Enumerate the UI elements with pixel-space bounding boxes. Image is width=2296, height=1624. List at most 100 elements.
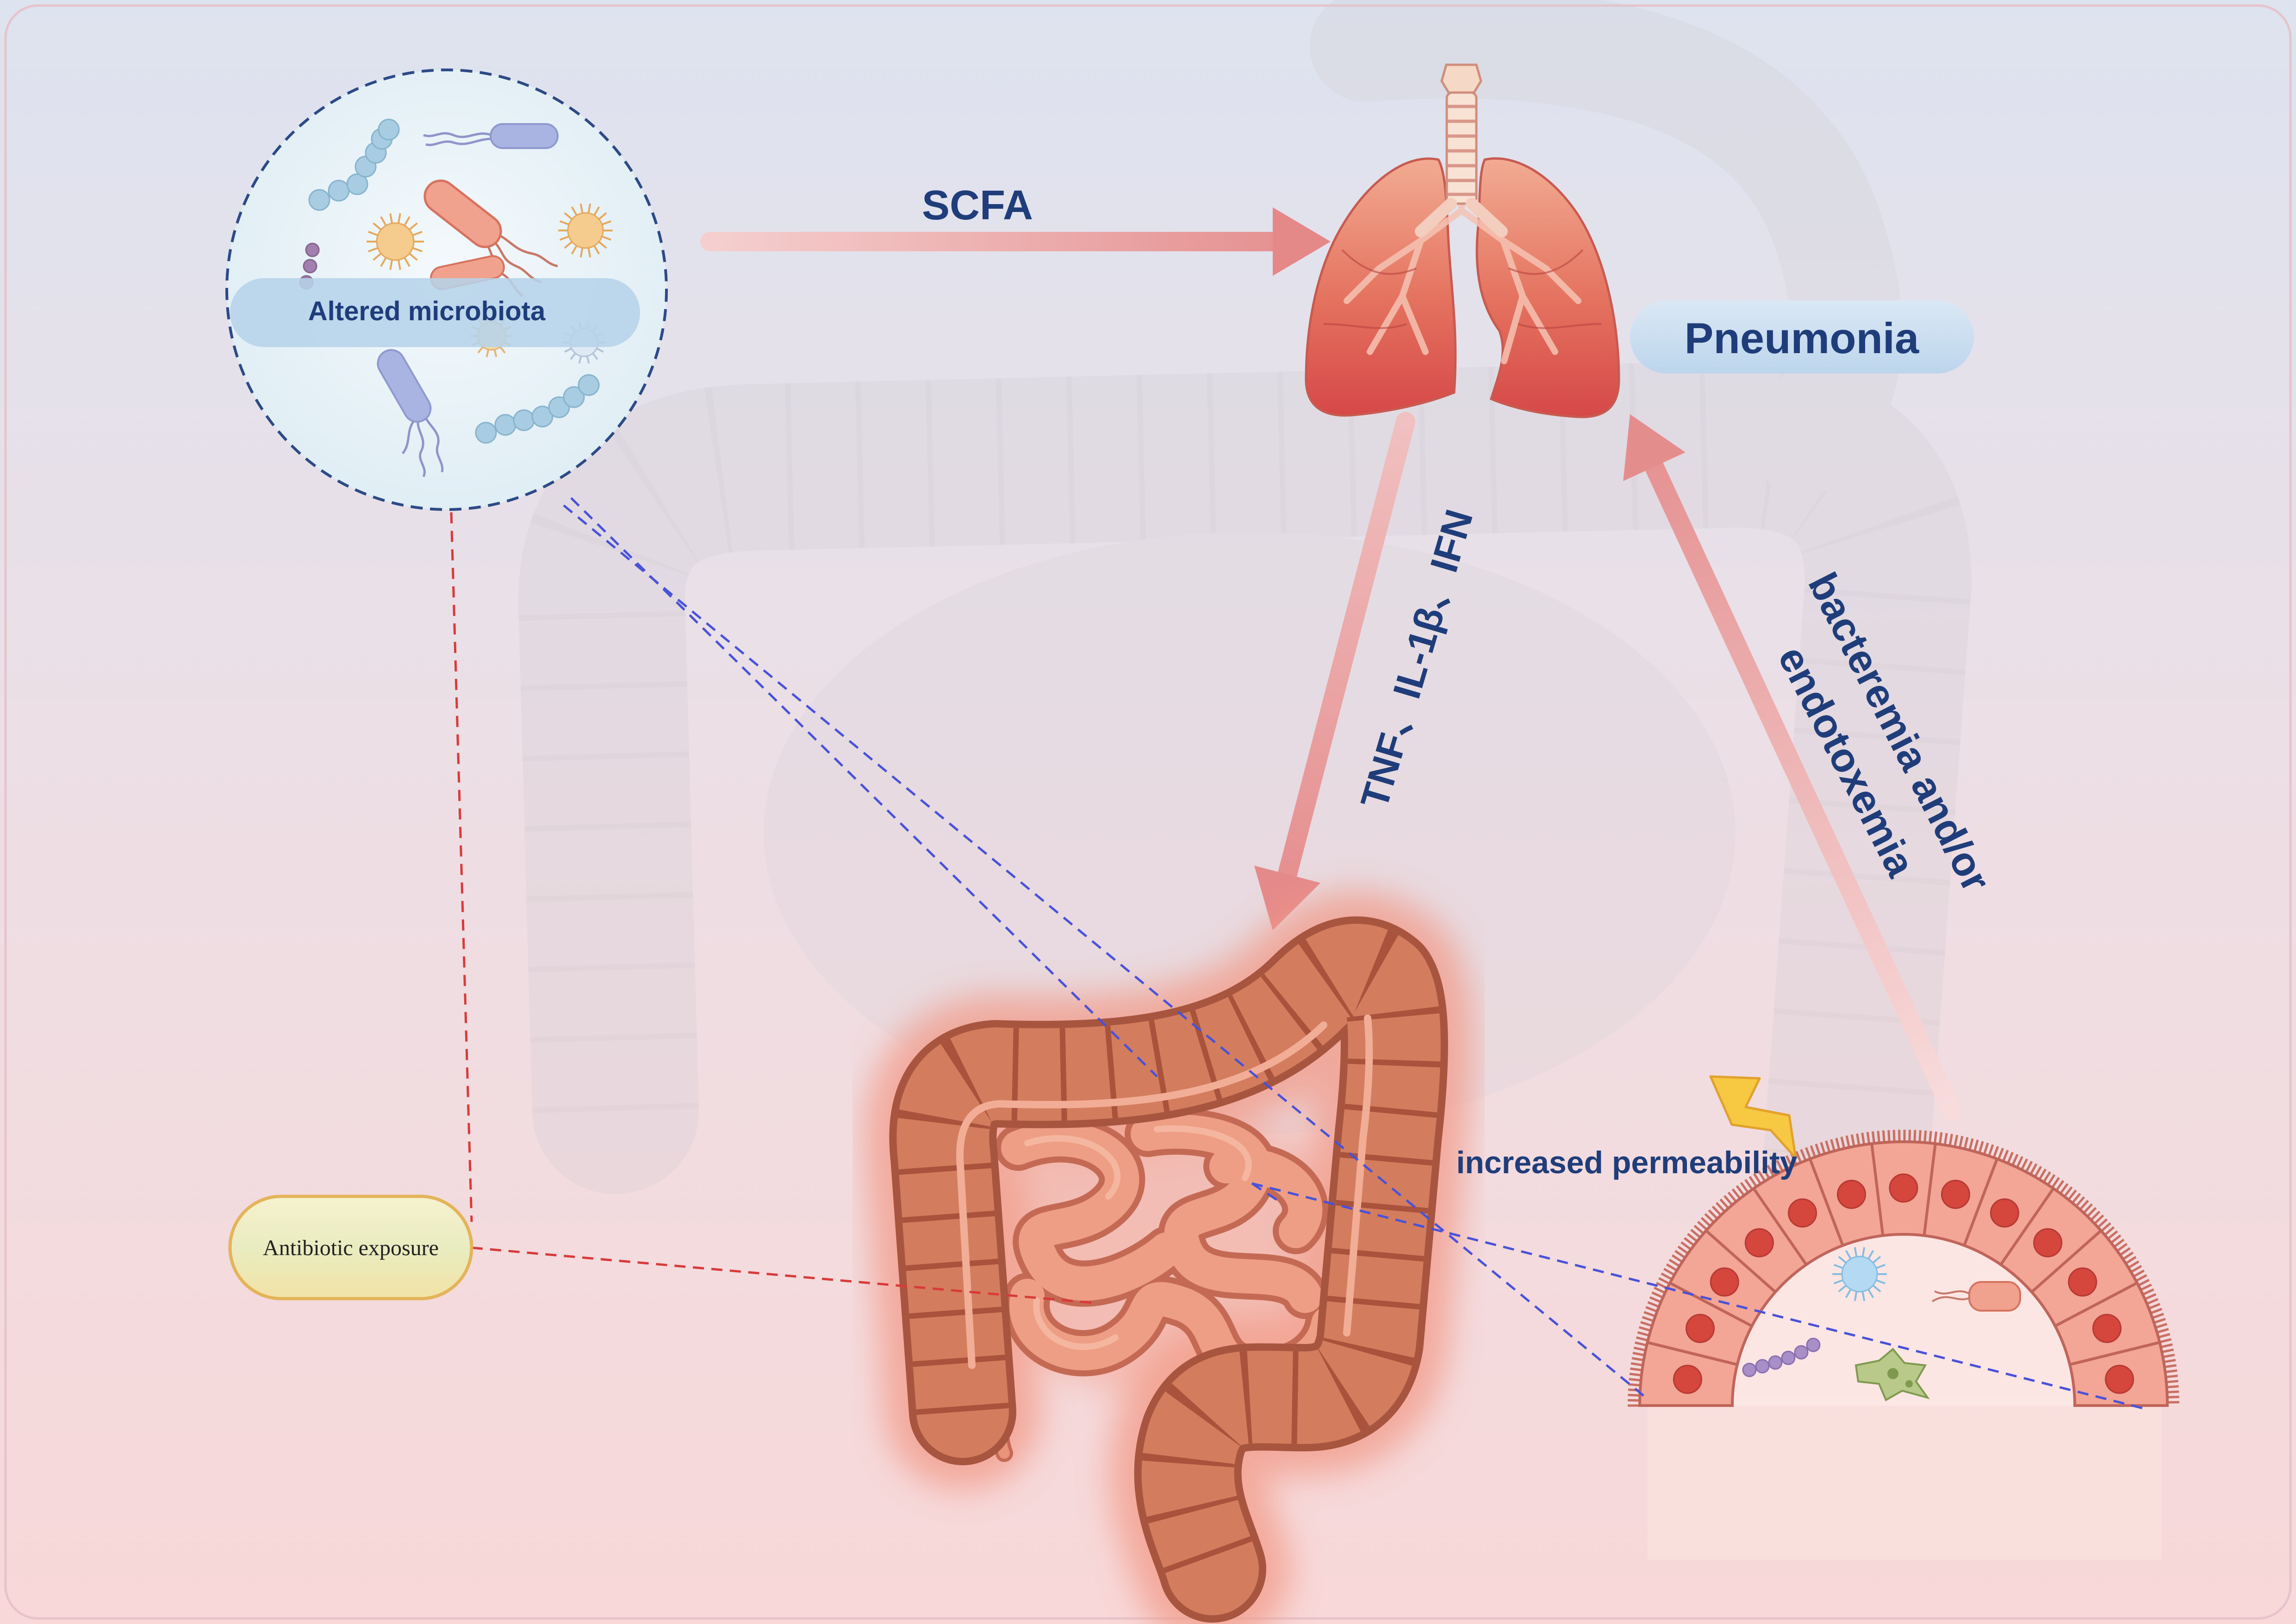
cell-nucleus: [1941, 1180, 1970, 1209]
microvillus: [1929, 1131, 1932, 1144]
permeability-label: increased permeability: [1456, 1145, 1797, 1180]
microvillus: [1666, 1263, 1678, 1272]
microvillus: [2060, 1183, 2069, 1195]
coccus-bead: [494, 414, 516, 436]
microvillus: [2153, 1318, 2166, 1324]
cell-nucleus: [1744, 1228, 1774, 1257]
microvillus: [2142, 1288, 2154, 1296]
microvillus: [1630, 1362, 1643, 1367]
trachea: [1415, 63, 1508, 237]
microvillus: [1736, 1185, 1745, 1196]
bacterium-icon: [1968, 1281, 2021, 1312]
microvillus: [2110, 1234, 2122, 1244]
coccus-bead: [563, 386, 585, 408]
pneumonia-label: Pneumonia: [1685, 314, 1919, 362]
microvillus: [2119, 1247, 2131, 1256]
cell-nucleus: [1990, 1198, 2019, 1228]
altered-microbiota-pill: [230, 278, 640, 347]
microvillus: [1923, 1130, 1927, 1143]
epithelium-backdrop: [1648, 1398, 2161, 1560]
microvillus: [2075, 1196, 2085, 1207]
frame-border: [4, 4, 2292, 1620]
pneumonia-pill: [1630, 300, 1974, 373]
microvillus: [1845, 1135, 1850, 1148]
microvillus: [1631, 1357, 1644, 1362]
microvillus: [2055, 1180, 2065, 1191]
microvillus: [1671, 1254, 1683, 1263]
antibiotic-exposure-badge: Antibiotic exposure: [228, 1195, 473, 1300]
microvillus: [2002, 1150, 2009, 1162]
red-dashed-line-vertical: [450, 512, 473, 1222]
microvillus: [1954, 1134, 1959, 1147]
microvillus: [2063, 1186, 2073, 1197]
microvillus: [2128, 1260, 2140, 1269]
microvillus: [1753, 1173, 1762, 1185]
coccus-bead: [578, 374, 600, 396]
blue-dashed-line-2: [563, 504, 1648, 1400]
coccus-bead: [531, 405, 554, 428]
microvillus: [1636, 1336, 1649, 1342]
microvillus: [2133, 1269, 2145, 1278]
right-lung: [1475, 157, 1620, 418]
microvillus: [2107, 1230, 2118, 1240]
microvillus: [1785, 1155, 1793, 1167]
microvillus: [1983, 1142, 1989, 1155]
coccus-bead: [303, 259, 317, 274]
dashed-connectors: [450, 497, 2146, 1410]
lung-veins: [1323, 249, 1602, 329]
blue-dashed-line-1: [570, 497, 1158, 1077]
microvillus: [2148, 1303, 2161, 1310]
microvillus: [2130, 1265, 2142, 1273]
microvillus: [1856, 1133, 1860, 1146]
microvillus: [1840, 1136, 1846, 1149]
microvillus: [2162, 1353, 2175, 1358]
microvillus: [1632, 1351, 1645, 1356]
streptococcus-chain-icon: [1742, 1338, 1821, 1377]
microvillus: [2164, 1364, 2177, 1369]
left-lung: [1305, 157, 1457, 417]
red-dashed-line-horizontal: [471, 1246, 1099, 1305]
microvillus: [1943, 1132, 1948, 1145]
cell-nucleus: [2033, 1228, 2063, 1257]
coccus-bead: [1806, 1338, 1821, 1352]
microvillus: [2025, 1161, 2033, 1173]
microvillus: [1715, 1202, 1726, 1213]
microvillus: [2135, 1274, 2147, 1282]
microvillus: [2163, 1359, 2176, 1363]
microvillus: [1629, 1378, 1641, 1381]
microvillus: [2051, 1177, 2060, 1188]
microvillus: [1978, 1141, 1984, 1153]
microvillus: [1918, 1130, 1922, 1143]
microvillus: [1882, 1130, 1885, 1143]
microvillus: [2150, 1307, 2163, 1314]
epithelium-cross-section: [1628, 1129, 2179, 1560]
lungs-icon: [1305, 63, 1620, 418]
scfa-label: SCFA: [922, 182, 1033, 229]
bacterium-icon: [423, 123, 559, 149]
coccus-bead: [1755, 1359, 1770, 1374]
intestine-icon: [864, 891, 1473, 1624]
microvillus: [1800, 1149, 1807, 1161]
microvillus: [1757, 1170, 1766, 1182]
coccus-bead: [513, 409, 535, 431]
cell-nucleus: [1788, 1198, 1817, 1228]
microvillus: [1825, 1140, 1831, 1153]
streptococcus-chain-icon: [475, 374, 600, 444]
microvillus: [2165, 1375, 2178, 1378]
microvillus: [1700, 1217, 1711, 1227]
coccus-bead: [308, 189, 330, 211]
microvillus: [2155, 1323, 2168, 1329]
lightning-icon: [1709, 1075, 1797, 1159]
microvillus: [1795, 1151, 1802, 1163]
microvillus: [2156, 1328, 2169, 1334]
coccus-body: [567, 212, 604, 249]
microvillus: [2159, 1338, 2172, 1344]
scfa-arrow-head: [1273, 207, 1331, 276]
microvillus: [1934, 1131, 1938, 1144]
microvillus: [1830, 1139, 1836, 1151]
microvillus: [1963, 1137, 1969, 1150]
microvillus: [1704, 1213, 1715, 1223]
coccus-bead: [1742, 1363, 1757, 1377]
microvillus: [1810, 1145, 1817, 1157]
